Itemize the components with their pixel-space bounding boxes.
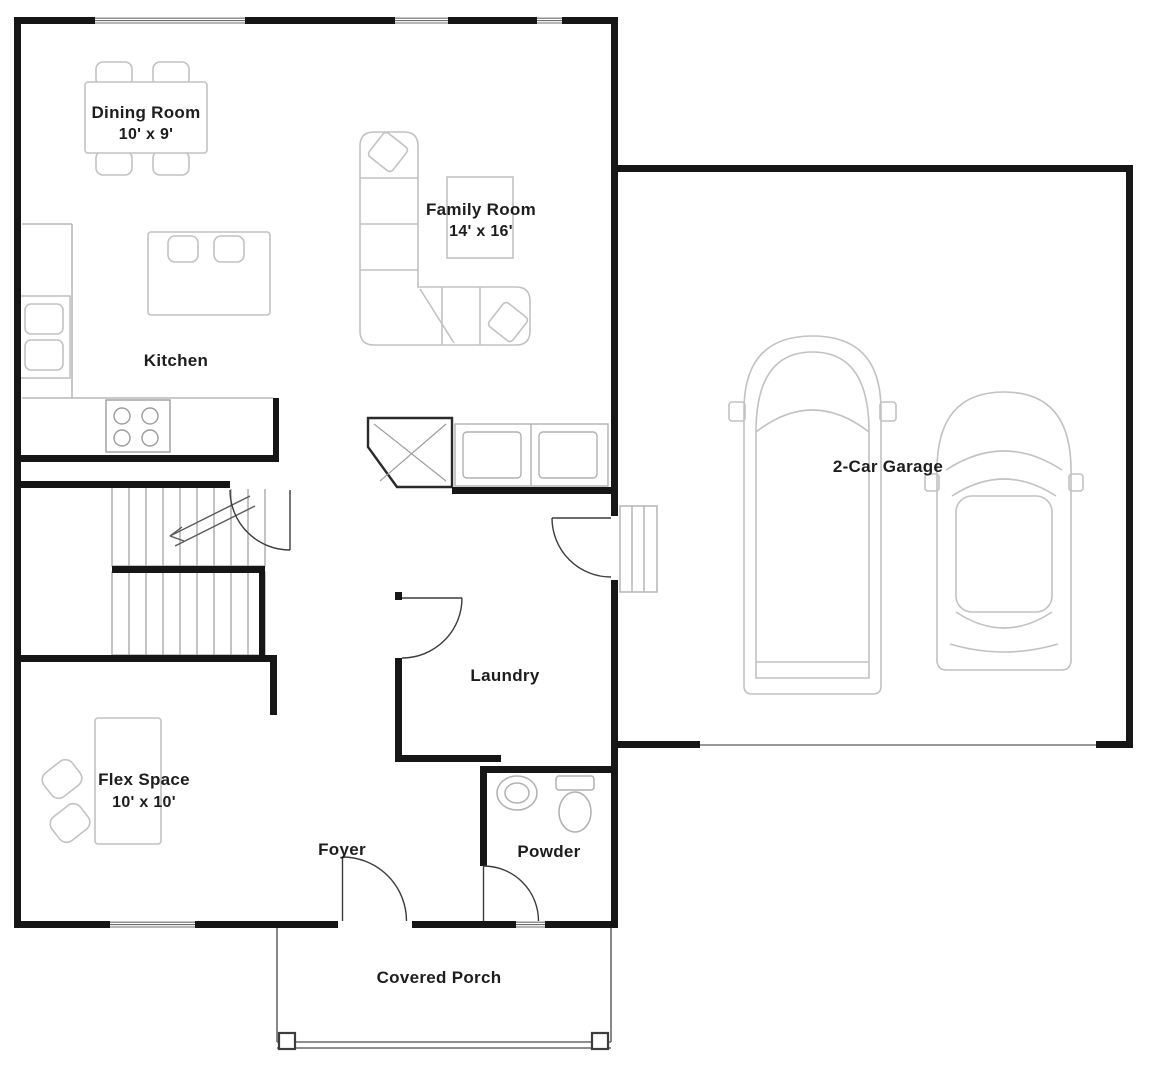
porch-posts — [277, 1031, 610, 1051]
kitchen-sink — [17, 295, 71, 379]
stove — [105, 399, 171, 453]
garage-entry-steps — [619, 505, 658, 593]
laundry-door — [401, 597, 463, 659]
foyer-label: Foyer — [318, 840, 366, 859]
car — [924, 391, 1084, 671]
garage-label: 2-Car Garage — [833, 457, 943, 476]
family-room-label: Family Room — [426, 200, 536, 219]
angled-closet-doors — [373, 423, 447, 482]
windows — [95, 16, 562, 929]
flex-space-label: Flex Space — [98, 770, 190, 789]
flex-space-furniture — [41, 717, 162, 845]
van — [728, 335, 897, 695]
kitchen-island — [147, 231, 271, 316]
powder-sink — [496, 775, 538, 811]
door-gaps — [230, 480, 1096, 929]
stairs-direction-arrow — [169, 495, 256, 547]
stair-closet-door — [229, 489, 291, 551]
front-door — [341, 856, 408, 922]
sectional-sofa — [359, 131, 531, 346]
family-room-dims: 14' x 16' — [449, 223, 513, 240]
dining-room-label: Dining Room — [91, 103, 200, 122]
covered-porch-outline — [276, 928, 612, 1049]
dining-room-dims: 10' x 9' — [119, 126, 174, 143]
garage-entry-door — [551, 517, 612, 578]
laundry-label: Laundry — [470, 666, 539, 685]
kitchen-label: Kitchen — [144, 351, 208, 370]
toilet — [555, 775, 595, 833]
flex-space-dims: 10' x 10' — [112, 794, 176, 811]
angled-closet — [366, 416, 454, 489]
coffee-table — [446, 176, 514, 259]
covered-porch-label: Covered Porch — [377, 968, 502, 987]
dining-table-set — [84, 61, 208, 176]
washer-dryer — [454, 423, 609, 487]
powder-door — [482, 865, 540, 922]
powder-label: Powder — [517, 842, 580, 861]
kitchen-counter — [22, 223, 273, 399]
